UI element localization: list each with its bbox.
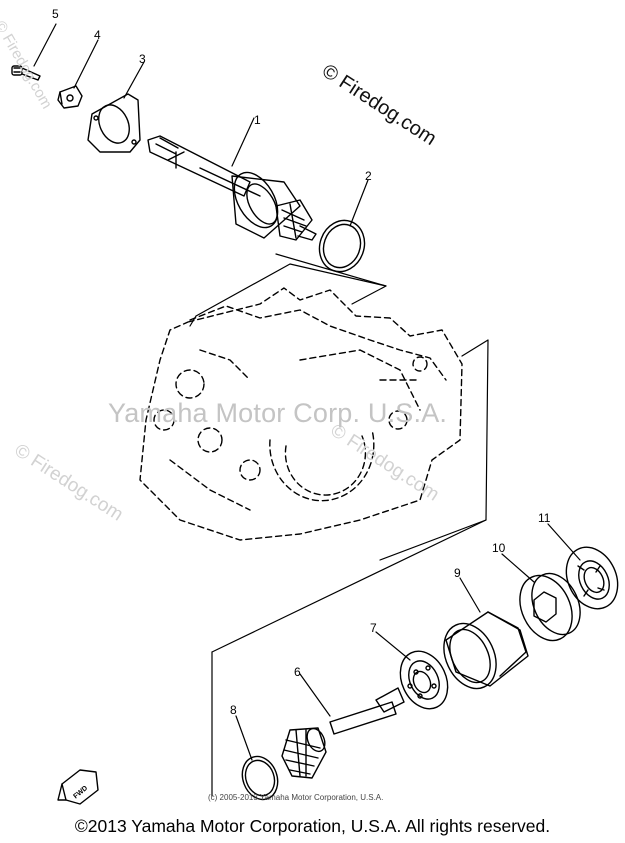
part-7-bearing xyxy=(399,650,449,710)
callout-9: 9 xyxy=(454,566,461,580)
callout-4: 4 xyxy=(94,28,101,42)
diagram-copyright-note: (c) 2005-2013 Yamaha Motor Corporation, … xyxy=(208,793,384,802)
callout-6: 6 xyxy=(294,665,301,679)
callout-8: 8 xyxy=(230,703,237,717)
part-11-oil-seal xyxy=(565,546,619,610)
fwd-arrow-icon: FWD xyxy=(57,769,99,805)
callout-2: 2 xyxy=(365,169,372,183)
guide-lines xyxy=(189,253,489,797)
footer-copyright: ©2013 Yamaha Motor Corporation, U.S.A. A… xyxy=(74,816,551,836)
leader-lines xyxy=(33,23,581,761)
part-8-snap-ring xyxy=(241,755,279,801)
part-5-bolt xyxy=(11,65,41,81)
callout-numbers: 5 4 3 1 2 11 10 9 7 6 8 xyxy=(52,7,551,717)
part-2-ring xyxy=(318,219,366,273)
callout-5: 5 xyxy=(52,7,59,21)
part-9-sleeve xyxy=(443,611,529,690)
part-4-lock-plate xyxy=(57,85,83,109)
part-10-washer xyxy=(519,572,581,642)
callout-1: 1 xyxy=(254,113,261,127)
part-6-drive-shaft xyxy=(281,687,405,779)
callout-10: 10 xyxy=(492,541,506,555)
part-3-housing-plate xyxy=(87,93,141,153)
callout-11: 11 xyxy=(538,511,551,525)
callout-3: 3 xyxy=(139,52,146,66)
crankcase-outline xyxy=(139,287,463,541)
part-1-shaft xyxy=(147,135,317,241)
callout-7: 7 xyxy=(370,621,377,635)
yamaha-watermark-center: Yamaha Motor Corp. U.S.A. xyxy=(108,398,448,428)
